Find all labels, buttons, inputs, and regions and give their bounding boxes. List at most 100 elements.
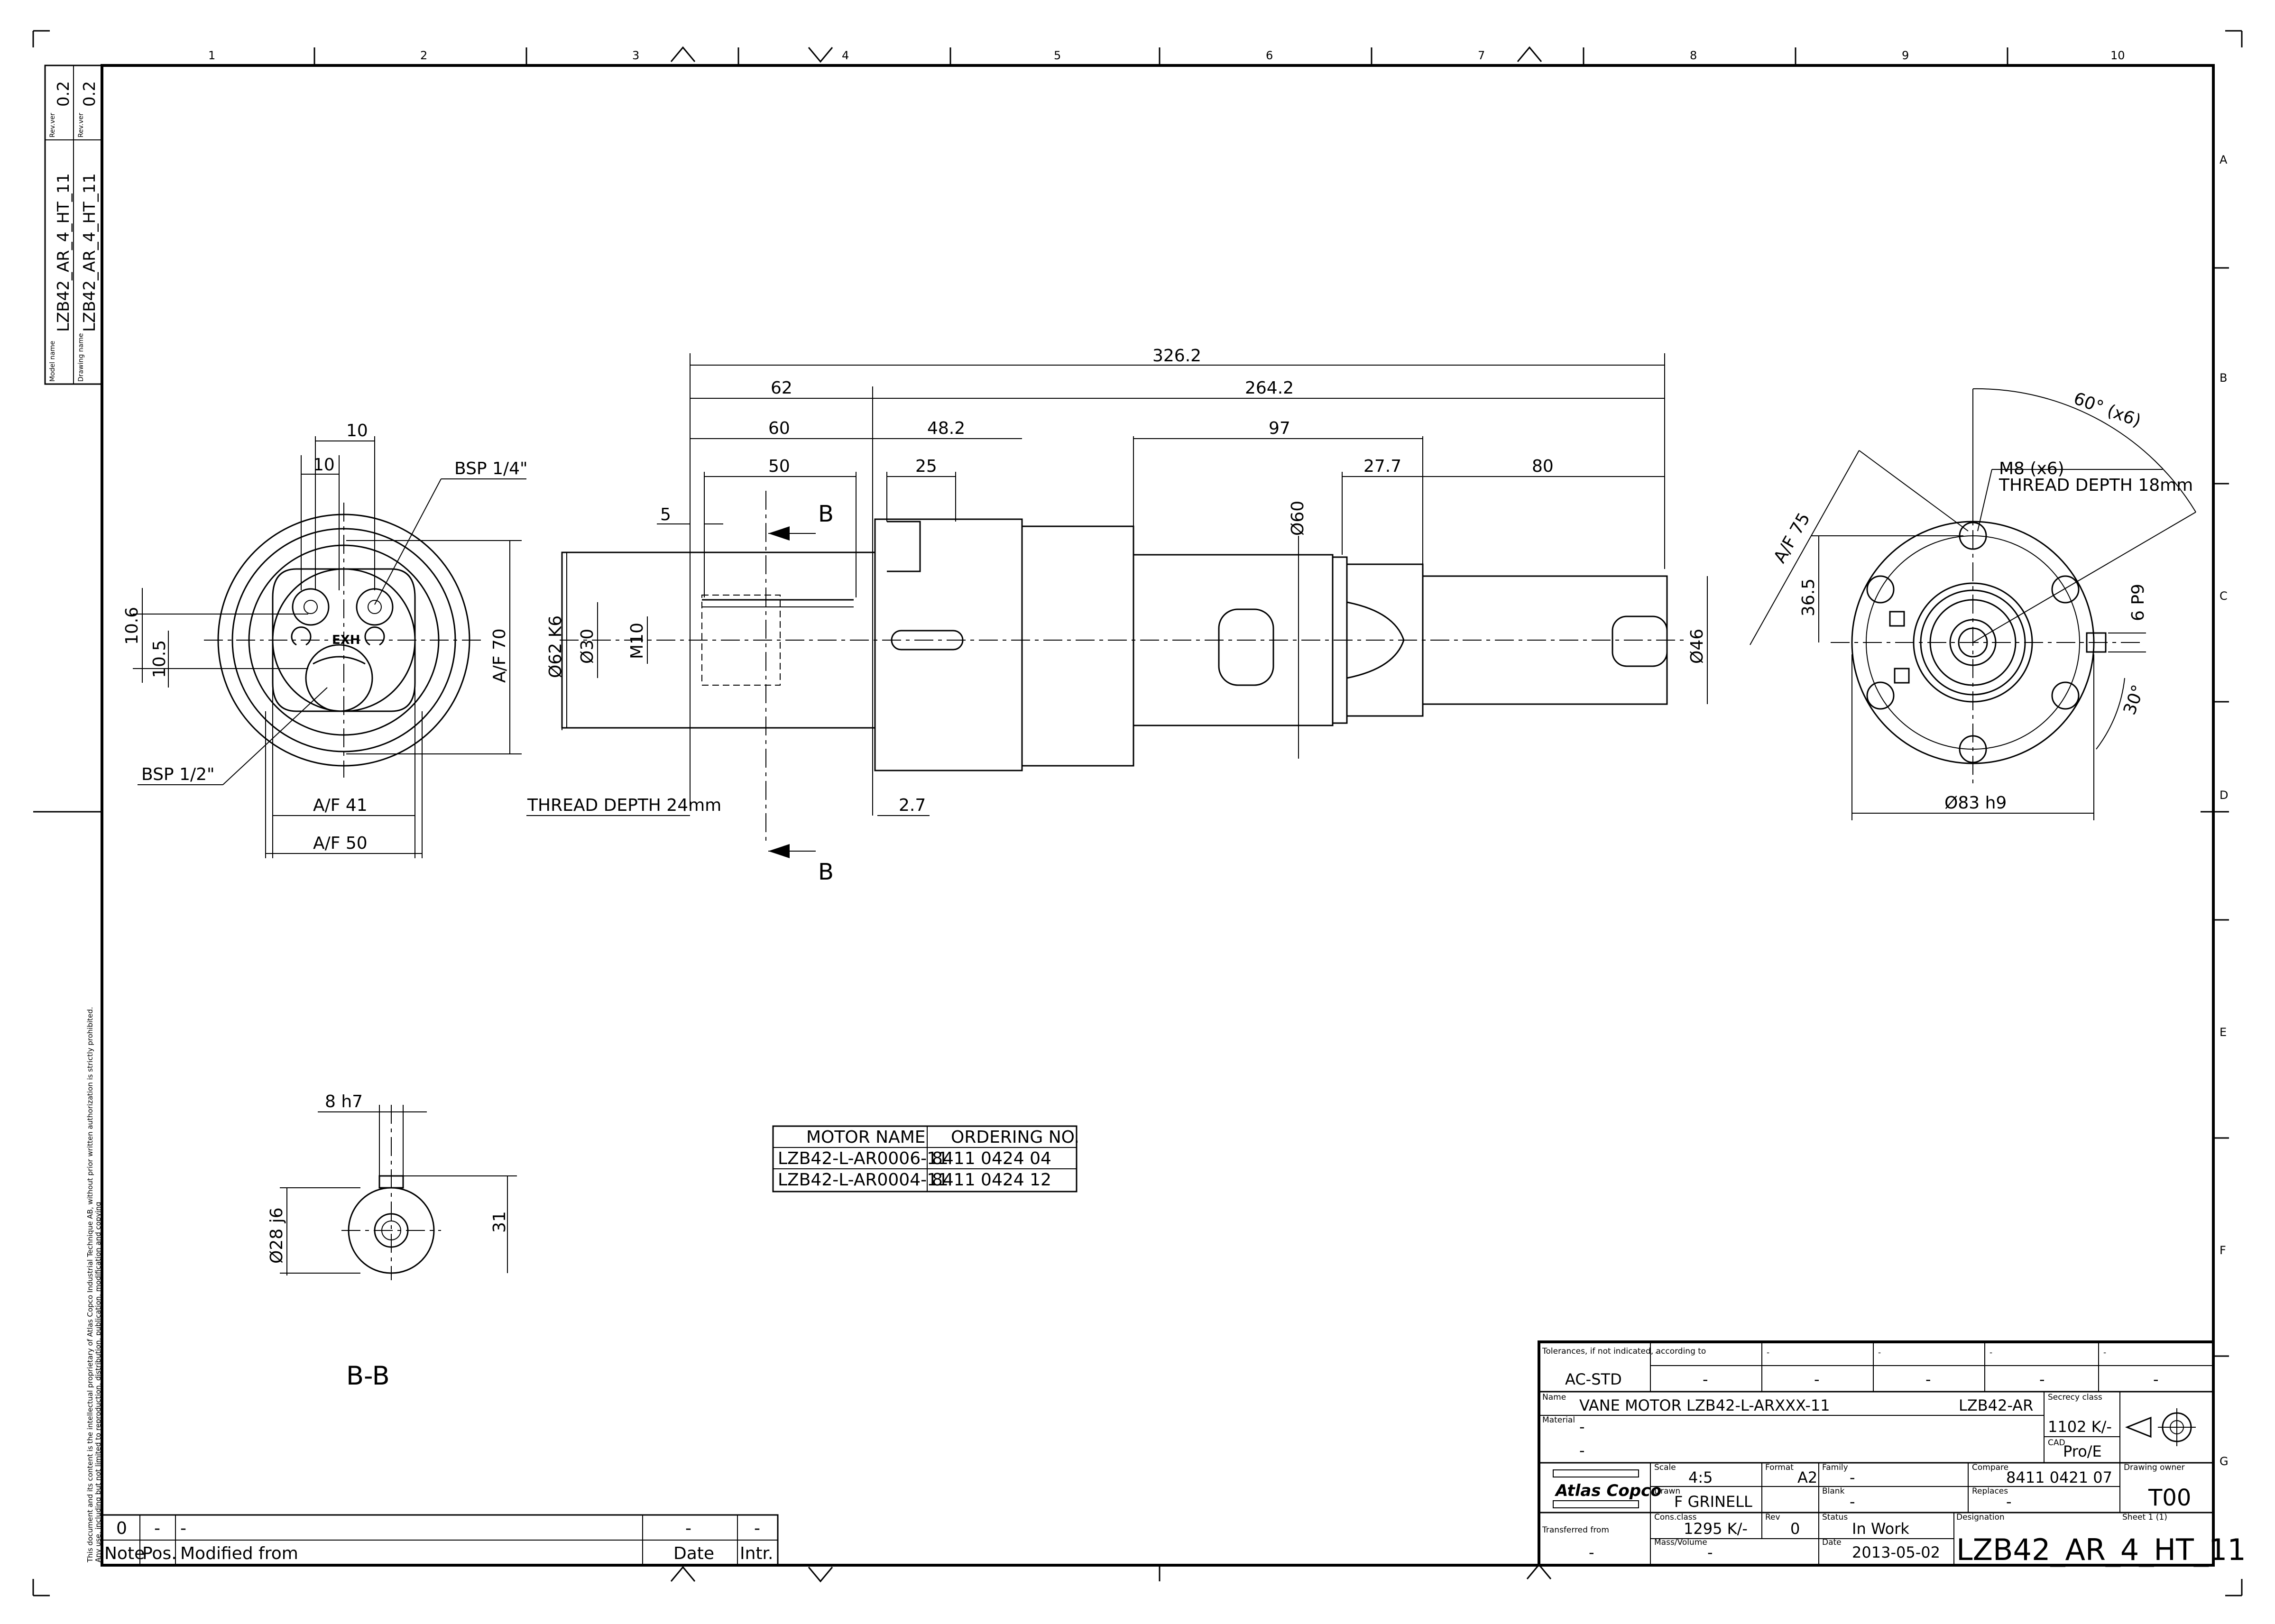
end-view: EXH 10 10 BSP 1/4" 10.6 10.5 A/F 70 BSP … (122, 421, 528, 858)
rev-header: Note (104, 1544, 145, 1563)
material-label: Material (1542, 1415, 1575, 1425)
drawing-name: LZB42_AR_4_HT_11 (80, 173, 99, 332)
name-label: Name (1542, 1393, 1566, 1402)
row-label: F (2220, 1244, 2226, 1257)
cad-value: Pro/E (2063, 1442, 2102, 1460)
af-50-label: A/F 50 (313, 834, 368, 853)
dim-264-2: 264.2 (1245, 378, 1294, 398)
col-label: 5 (1054, 49, 1061, 62)
tol-value: - (1814, 1370, 1820, 1388)
ordering-table: MOTOR NAME ORDERING NO. LZB42-L-AR0006-1… (772, 1125, 1079, 1193)
projection-icon (2125, 1416, 2152, 1438)
drawn-value: F GRINELL (1674, 1493, 1752, 1511)
rev-value: 0.2 (54, 81, 73, 107)
dim-80: 80 (1532, 457, 1554, 476)
title-block: Tolerances, if not indicated, according … (1538, 1340, 2246, 1567)
col-label: 1 (208, 49, 215, 62)
rev-label: Rev (1765, 1513, 1780, 1522)
blank-label: Blank (1822, 1486, 1845, 1496)
scale-label: Scale (1654, 1463, 1676, 1472)
drawing-name-label: Drawing name (77, 333, 85, 382)
dim-27-7: 27.7 (1363, 457, 1401, 476)
blank-value: - (1850, 1493, 1855, 1511)
designation-value: LZB42_AR_4_HT_11 (1956, 1532, 2246, 1567)
column-labels: 1 2 3 4 5 6 7 8 9 10 (208, 49, 2125, 62)
rev-label: Rev.ver (49, 113, 56, 138)
row-labels: A B C D E F G (2220, 153, 2229, 1468)
consclass-value: 1295 K/- (1684, 1520, 1748, 1538)
tol-value: - (2153, 1370, 2159, 1388)
section-b-label: B (818, 859, 834, 885)
dim-phi62: Ø62 K6 (546, 615, 565, 678)
row-label: E (2220, 1026, 2227, 1039)
consclass-label: Cons.class (1654, 1513, 1697, 1522)
table-cell: LZB42-L-AR0004-11 (778, 1170, 949, 1190)
tol-cell: - (2103, 1348, 2106, 1358)
table-header: ORDERING NO. (951, 1128, 1079, 1147)
bsp-half-label: BSP 1/2" (141, 765, 215, 784)
dim-31: 31 (490, 1211, 509, 1233)
status-label: Status (1822, 1513, 1848, 1522)
col-label: 6 (1266, 49, 1273, 62)
revision-table: 0 - - - - Note Pos. Modified from Date I… (101, 1514, 779, 1566)
row-label: A (2220, 153, 2228, 166)
dim-m10: M10 (627, 623, 647, 659)
col-label: 9 (1902, 49, 1909, 62)
rev-cell: 0 (116, 1519, 127, 1538)
rev-header: Modified from (180, 1544, 298, 1563)
row-label: G (2220, 1455, 2229, 1468)
af-41-label: A/F 41 (313, 796, 368, 815)
rev-value: 0.2 (80, 81, 99, 107)
date-label: Date (1822, 1538, 1842, 1547)
bsp-quarter-label: BSP 1/4" (454, 459, 528, 478)
flange-view: 60° (x6) M8 (x6) THREAD DEPTH 18mm A/F 7… (1750, 388, 2196, 820)
tol-cell: - (1989, 1348, 1992, 1358)
section-title: B-B (346, 1361, 390, 1391)
dim-60: 60 (768, 419, 790, 438)
model-name-box: Model name LZB42_AR_4_HT_11 Drawing name… (44, 64, 103, 385)
family-label: Family (1822, 1463, 1848, 1472)
dim-phi46: Ø46 (1687, 629, 1707, 664)
mass-label: Mass/Volume (1654, 1538, 1707, 1547)
dim-10-5: 10.5 (150, 640, 169, 678)
rev-cell: - (754, 1519, 760, 1538)
mass-value: - (1707, 1543, 1713, 1561)
col-label: 8 (1690, 49, 1697, 62)
dim-phi30: Ø30 (578, 629, 597, 664)
replaces-value: - (2006, 1493, 2012, 1511)
dim-83-label: Ø83 h9 (1944, 793, 2007, 813)
atlas-copco-logo: Atlas Copco (1554, 1481, 1662, 1500)
dim-10-6: 10.6 (122, 607, 142, 645)
row-label: D (2220, 789, 2228, 802)
col-label: 10 (2110, 49, 2125, 62)
tol-cell: - (1767, 1348, 1769, 1358)
tolerances-label: Tolerances, if not indicated, according … (1542, 1347, 1706, 1356)
dim-25: 25 (915, 457, 937, 476)
transferred-label: Transferred from (1542, 1525, 1609, 1535)
rev-cell: - (154, 1519, 160, 1538)
transferred-value: - (1589, 1543, 1594, 1561)
rev-label: Rev.ver (77, 113, 85, 138)
angle-30-label: 30° (2120, 682, 2148, 717)
secrecy-value: 1102 K/- (2048, 1418, 2112, 1436)
dim-50: 50 (768, 457, 790, 476)
replaces-label: Replaces (1972, 1486, 2008, 1496)
dim-2-7: 2.7 (899, 796, 926, 815)
secrecy-label: Secrecy class (2048, 1393, 2102, 1402)
copyright-line: Any use, including but not limited to re… (94, 1202, 102, 1562)
rev-header: Intr. (740, 1544, 774, 1563)
scale-value: 4:5 (1688, 1468, 1713, 1486)
dim-5: 5 (660, 505, 671, 524)
rev-cell: - (685, 1519, 691, 1538)
table-cell: 8411 0424 12 (932, 1170, 1051, 1190)
designation-label: Designation (1956, 1513, 2005, 1522)
date-value: 2013-05-02 (1852, 1543, 1940, 1561)
status-value: In Work (1852, 1520, 1909, 1538)
drawn-label: Drawn (1654, 1486, 1680, 1496)
dim-36-5: 36.5 (1799, 578, 1818, 616)
copyright-line: This document and its content is the int… (86, 1007, 94, 1563)
material-value: - (1579, 1441, 1585, 1459)
dim-8h7: 8 h7 (325, 1092, 363, 1111)
compare-label: Compare (1972, 1463, 2008, 1472)
col-label: 4 (842, 49, 849, 62)
